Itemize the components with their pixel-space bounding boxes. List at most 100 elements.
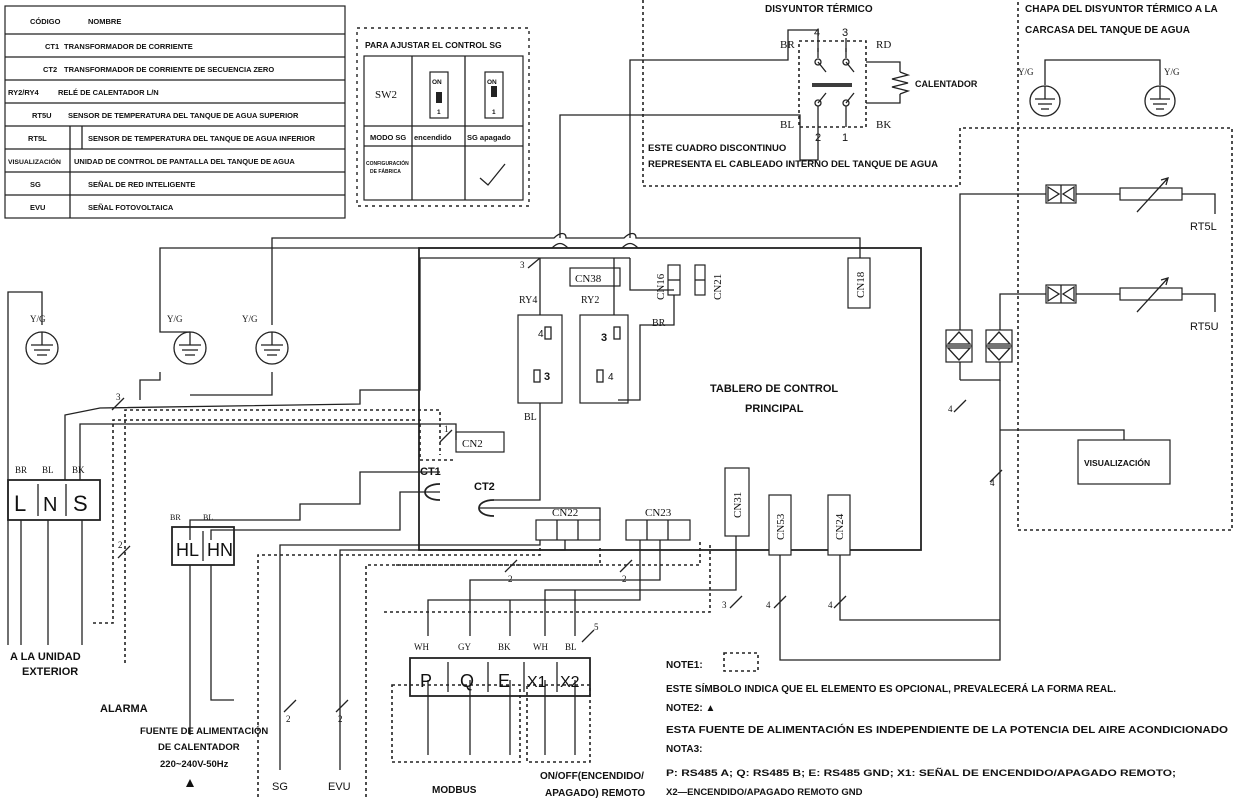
sensor-rt5u: RT5U [1190,321,1219,333]
ground-icon [255,331,289,365]
note3-title: NOTA3: [666,744,702,755]
ct2-coil-icon [478,499,495,517]
wire-color-br: BR [652,318,666,329]
dip-on-label: ON [487,79,497,86]
communication-terminal-block [409,657,591,697]
outdoor-terminal-block [7,479,101,521]
legend-header-name: NOMBRE [88,17,121,26]
cn16-label: CN16 [655,273,667,300]
cn53-label: CN53 [775,513,787,540]
cn24-label: CN24 [834,513,846,540]
chassis-title: CHAPA DEL DISYUNTOR TÉRMICO A LA [1025,2,1218,15]
sg-mode-label: MODO SG [370,133,406,142]
board-title: PRINCIPAL [745,403,804,415]
wire-count: 3 [722,600,727,610]
sw2-label: SW2 [375,89,397,101]
legend-name: SEÑAL FOTOVOLTAICA [88,203,174,212]
notes: NOTE1: ESTE SÍMBOLO INDICA QUE EL ELEMEN… [666,660,1228,798]
yg-label: Y/G [1018,67,1034,77]
terminal-p: P [420,671,432,691]
note1-text: ESTE SÍMBOLO INDICA QUE EL ELEMENTO ES O… [666,682,1116,695]
terminal-hl: HL [176,540,199,560]
dashed-note: ESTE CUADRO DISCONTINUO [648,143,786,154]
wire-color: BK [498,642,511,652]
wire-color: GY [458,642,471,652]
power-label: 220~240V-50Hz [160,759,229,770]
terminal-s: S [73,491,88,516]
evu-label: EVU [328,781,351,793]
wire-count: 2 [338,714,343,724]
wire-count: 5 [594,622,599,632]
yg-label: Y/G [242,314,258,324]
legend-name: TRANSFORMADOR DE CORRIENTE [64,42,193,51]
relay-pin: 4 [538,329,544,340]
ground-icon [1029,85,1061,117]
wire-color-rd: RD [876,39,891,51]
connector-icon [1045,184,1077,204]
legend-code: EVU [30,203,45,212]
wire-color: WH [533,642,548,652]
relay-ry2 [579,314,629,404]
wiring [7,29,1125,797]
cn18-label: CN18 [855,271,867,298]
wire-count: 4 [766,600,771,610]
yg-label: Y/G [30,314,46,324]
board-title: TABLERO DE CONTROL [710,383,838,395]
ground-icon [25,331,59,365]
legend-code: RT5U [32,111,52,120]
note1-title: NOTE1: [666,660,703,671]
sg-label: SG [272,781,288,793]
wire-color-br: BR [15,465,27,475]
sg-control-table: PARA AJUSTAR EL CONTROL SG SW2 ON 1 ON 1… [356,27,530,207]
connector-cn31 [724,467,750,537]
sg-on-state: encendido [414,133,452,142]
wire-count: 3 [520,260,525,270]
thermistor-rt5u-icon [1119,287,1183,301]
legend-name: SENSOR DE TEMPERATURA DEL TANQUE DE AGUA… [88,134,316,143]
thermistor-rt5l-icon [1119,187,1183,201]
terminal-hn: HN [207,540,233,560]
remote-label: APAGADO) REMOTO [545,788,645,799]
bottom-terminals: SG EVU WH GY BK WH BL P Q E X1 X2 MODBUS… [272,642,645,799]
connector-cn24 [827,494,851,556]
wire-color-bl: BL [524,412,537,423]
ground-icon [1144,85,1176,117]
main-control-board: TABLERO DE CONTROL PRINCIPAL CN38 CN16 C… [418,247,922,556]
outdoor-label: A LA UNIDAD [10,651,81,663]
wire-color-bl: BL [780,119,794,131]
breaker-pin-label: 3 [842,27,848,39]
factory-label: DE FÁBRICA [370,168,401,175]
wire-color-bl: BL [42,465,54,475]
dip-pos-label: 1 [492,109,496,116]
sg-off-state: SG apagado [467,133,511,142]
legend-table: CÓDIGO NOMBRE CT1 TRANSFORMADOR DE CORRI… [4,5,346,219]
dip-knob [436,92,442,103]
modbus-label: MODBUS [432,785,477,796]
wire-count: 2 [286,714,291,724]
display-unit [1077,439,1171,485]
terminal-n: N [43,494,57,516]
sensor-rt5l: RT5L [1190,221,1217,233]
relay-pin: 4 [608,372,614,383]
wire-color: BL [565,642,577,652]
wire-count: 2 [622,574,627,584]
legend-name: RELÉ DE CALENTADOR L/N [58,88,159,97]
yg-label: Y/G [1164,67,1180,77]
legend-name: SENSOR DE TEMPERATURA DEL TANQUE DE AGUA… [68,111,299,120]
legend-name: SEÑAL DE RED INTELIGENTE [88,180,195,189]
cn21-label: CN21 [712,274,724,300]
legend-code: RY2/RY4 [8,88,40,97]
breaker-title: DISYUNTOR TÉRMICO [765,2,873,15]
ground-icon [173,331,207,365]
heater-terminal-block [171,526,235,566]
connector-icon [1045,284,1077,304]
wire-count: 4 [828,600,833,610]
legend-code: SG [30,180,41,189]
wire-color-br: BR [170,513,181,522]
legend-name: UNIDAD DE CONTROL DE PANTALLA DEL TANQUE… [74,157,295,166]
chassis-title: CARCASA DEL TANQUE DE AGUA [1025,25,1190,36]
left-side: Y/G Y/G Y/G BR BL BK [7,314,289,787]
note2-title: NOTE2: ▲ [666,703,715,714]
remote-label: ON/OFF(ENCENDIDO/ [540,771,644,782]
